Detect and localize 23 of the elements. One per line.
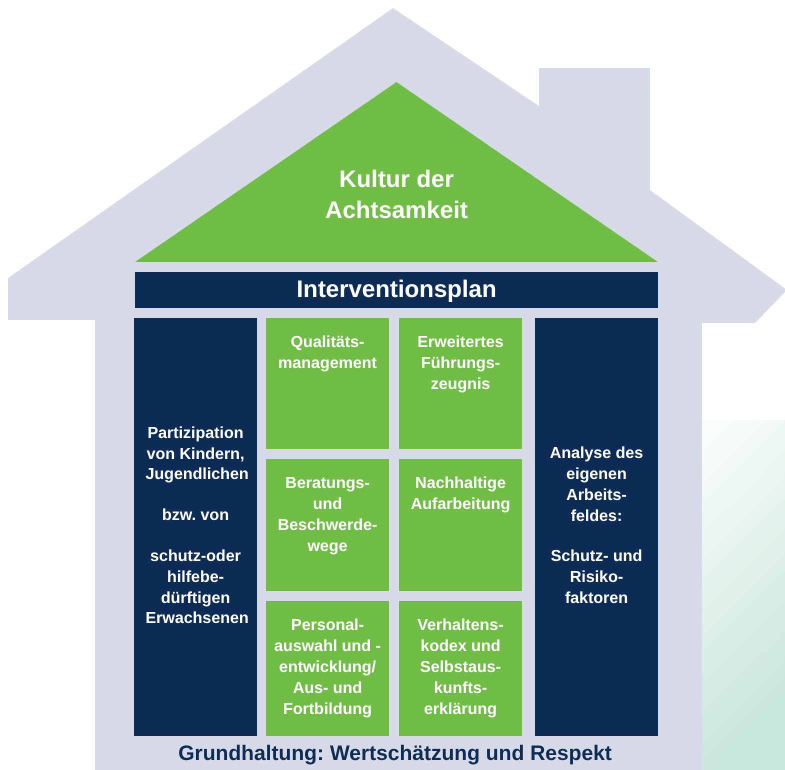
foundation-text: Grundhaltung: Wertschätzung und Respekt [177, 741, 613, 767]
roof-title: Kultur der Achtsamkeit [324, 165, 469, 226]
building-block [266, 459, 389, 591]
block-text: Analyse des eigenen Arbeits- feldes: [548, 444, 644, 527]
building-block [399, 318, 522, 449]
block-text: bzw. von [161, 506, 230, 526]
building-block [266, 601, 389, 736]
block-text: Erweitertes Führungs- zeugnis [416, 333, 505, 396]
pillar-panel [535, 318, 658, 736]
block-text: Nachhaltige Aufarbeitung [410, 474, 512, 516]
block-text: Beratungs- und Beschwerde- wege [276, 474, 378, 558]
block-text: Schutz- und Risiko- faktoren [550, 547, 644, 609]
block-text: Personal- auswahl und -entwicklung/ Aus- und Fortbildung [273, 616, 382, 720]
block-text: schutz-oder hilfebe- dürftigen Erwachsenen [146, 547, 246, 630]
block-text: Verhaltens- kodex und Selbstaus- kunfts- erklärung [416, 616, 505, 720]
block-text: Qualitäts- management [277, 333, 378, 374]
building-block [266, 318, 389, 449]
banner-title: Interventionsplan [296, 275, 497, 306]
building-block [399, 459, 522, 591]
block-text: Partizipation von Kindern, Jugendlichen [146, 424, 246, 486]
pillar-panel [134, 318, 257, 736]
building-block [399, 601, 522, 736]
plan-banner [135, 272, 658, 308]
